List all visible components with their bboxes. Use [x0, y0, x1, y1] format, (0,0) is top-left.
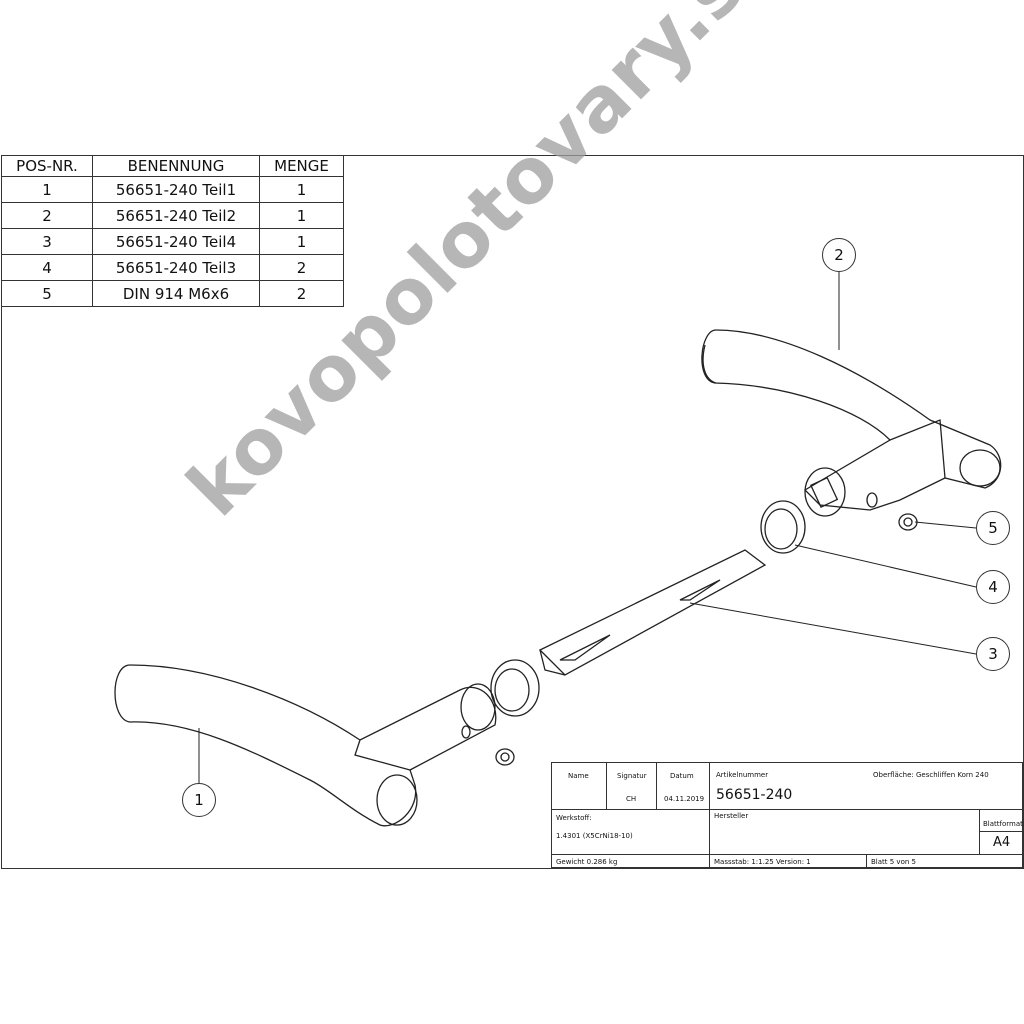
- bom-qty: 1: [259, 228, 344, 255]
- header-pos: POS-NR.: [1, 155, 93, 177]
- signatur-label: Signatur: [617, 772, 647, 780]
- bom-name: 56651-240 Teil1: [92, 176, 260, 203]
- blattformat-label: Blattformat: [983, 820, 1023, 828]
- massstab-version: Massstab: 1:1.25 Version: 1: [714, 858, 811, 866]
- bom-qty: 1: [259, 176, 344, 203]
- bom-qty: 2: [259, 254, 344, 281]
- balloon-2: 2: [822, 238, 856, 272]
- gewicht: Gewicht 0.286 kg: [556, 858, 618, 866]
- bom-pos: 4: [1, 254, 93, 281]
- bom-name: 56651-240 Teil2: [92, 202, 260, 229]
- artikelnummer-value: 56651-240: [716, 787, 793, 803]
- bom-qty: 1: [259, 202, 344, 229]
- oberflaeche: Oberfläche: Geschliffen Korn 240: [873, 771, 989, 779]
- part-3-spindle: [538, 549, 767, 676]
- part-5-setscrew-upper: [898, 513, 918, 531]
- leader-lines: [198, 272, 977, 783]
- werkstoff-value: 1.4301 (X5CrNi18-10): [556, 832, 633, 840]
- part-4-ring-upper: [760, 500, 806, 554]
- balloon-4: 4: [976, 570, 1010, 604]
- blattformat-value: A4: [993, 835, 1011, 850]
- bom-pos: 2: [1, 202, 93, 229]
- part-1-handle-lower: [114, 664, 497, 827]
- balloon-5: 5: [976, 511, 1010, 545]
- datum-value: 04.11.2019: [664, 795, 705, 803]
- hersteller-label: Hersteller: [714, 812, 749, 820]
- bom-header-row: POS-NR. BENENNUNG MENGE: [1, 155, 344, 177]
- bom-pos: 1: [1, 176, 93, 203]
- title-block: Name Signatur Datum CH 04.11.2019 Artike…: [551, 762, 1024, 869]
- werkstoff-label: Werkstoff:: [556, 814, 592, 822]
- balloon-3: 3: [976, 637, 1010, 671]
- datum-label: Datum: [670, 772, 694, 780]
- header-name: BENENNUNG: [92, 155, 260, 177]
- balloon-1: 1: [182, 783, 216, 817]
- blatt: Blatt 5 von 5: [871, 858, 916, 866]
- artikelnummer-label: Artikelnummer: [716, 771, 769, 779]
- bom-pos: 5: [1, 280, 93, 307]
- bom-qty: 2: [259, 280, 344, 307]
- bom-pos: 3: [1, 228, 93, 255]
- bom-name: 56651-240 Teil4: [92, 228, 260, 255]
- part-5-setscrew-lower: [495, 748, 515, 766]
- part-4-ring-lower: [490, 659, 540, 717]
- signatur-value: CH: [626, 795, 637, 803]
- bom-name: 56651-240 Teil3: [92, 254, 260, 281]
- bom-name: DIN 914 M6x6: [92, 280, 260, 307]
- header-qty: MENGE: [259, 155, 344, 177]
- name-label: Name: [568, 772, 589, 780]
- part-2-handle-upper: [701, 329, 1002, 517]
